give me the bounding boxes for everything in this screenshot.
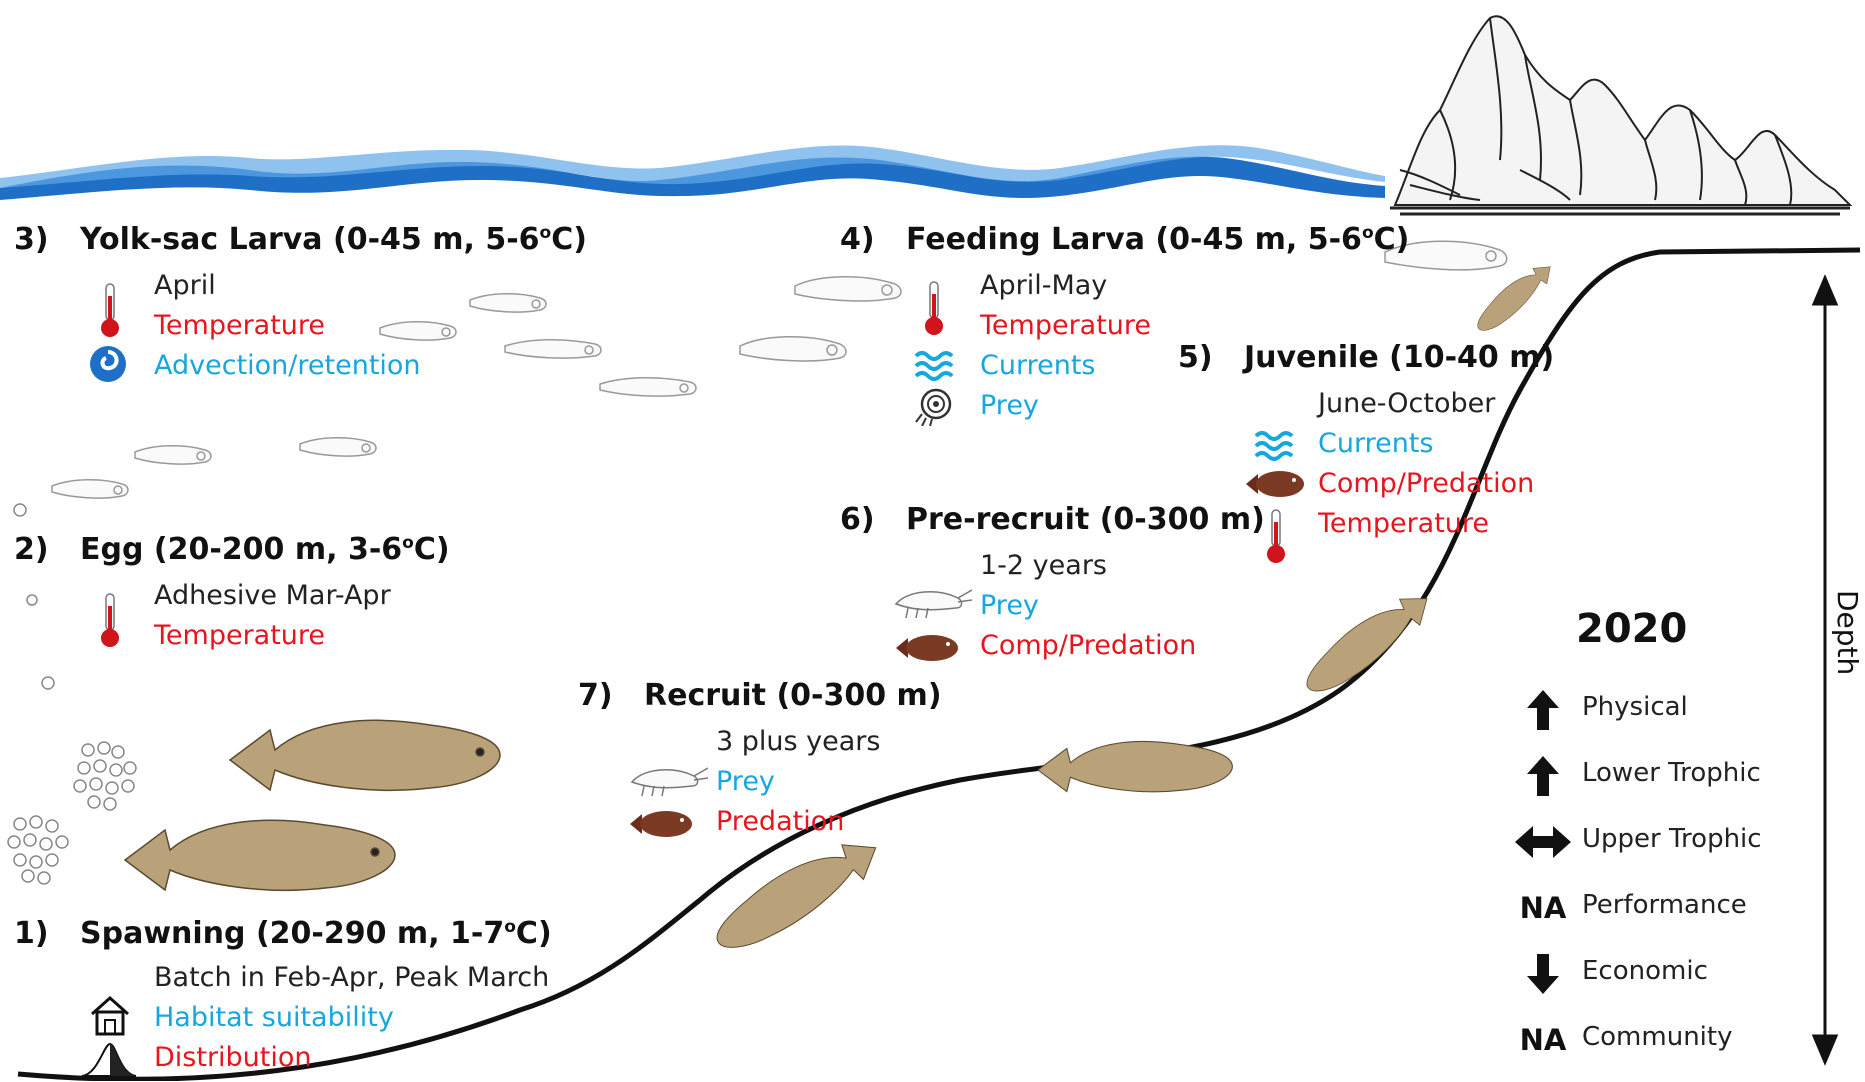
depth-axis-label: Depth (1831, 590, 1864, 675)
stage-spawning-title: 1)Spawning (20-290 m, 1-7oC) (14, 916, 552, 951)
up-arrow-icon (1512, 682, 1574, 738)
yolk-sac-period: April (154, 266, 216, 306)
egg-period: Adhesive Mar-Apr (154, 576, 391, 616)
stage-pre-recruit-title: 6)Pre-recruit (0-300 m) (840, 502, 1265, 537)
currents-wave-icon (912, 348, 956, 388)
pre-recruit-period: 1-2 years (980, 546, 1107, 586)
stage-egg-title: 2)Egg (20-200 m, 3-6oC) (14, 532, 450, 567)
shrimp-prey-icon (624, 762, 708, 802)
legend-year: 2020 (1576, 606, 1687, 652)
na-symbol: NA (1512, 880, 1574, 936)
recruit-period: 3 plus years (716, 722, 880, 762)
distribution-curve-icon (80, 1040, 138, 1080)
juvenile-period: June-October (1318, 384, 1495, 424)
pre-recruit-prey: Prey (980, 586, 1039, 626)
stage-juvenile-title: 5)Juvenile (10-40 m) (1178, 340, 1554, 375)
thermometer-icon (88, 592, 132, 632)
recruit-prey: Prey (716, 762, 775, 802)
stage-yolk-sac-larva-title: 3)Yolk-sac Larva (0-45 m, 5-6oC) (14, 222, 587, 257)
juvenile-currents: Currents (1318, 424, 1433, 464)
flatfish-predator-icon (1242, 466, 1308, 506)
flatfish-predator-icon (892, 630, 964, 670)
down-arrow-icon (1512, 946, 1574, 1002)
double-arrow-icon (1512, 814, 1574, 870)
spawning-habitat-suitability: Habitat suitability (154, 998, 394, 1038)
na-symbol: NA (1512, 1012, 1574, 1068)
spawning-distribution: Distribution (154, 1038, 312, 1078)
advection-swirl-icon (86, 344, 130, 384)
juvenile-comp-predation: Comp/Predation (1318, 464, 1534, 504)
spawning-period: Batch in Feb-Apr, Peak March (154, 958, 549, 998)
egg-temperature: Temperature (154, 616, 325, 656)
thermometer-icon (88, 282, 132, 322)
prey-plankton-icon (912, 386, 956, 426)
thermometer-icon (912, 280, 956, 320)
flatfish-predator-icon (626, 806, 698, 846)
sea-surface-waves (0, 145, 1385, 200)
feeding-larva-period: April-May (980, 266, 1107, 306)
yolk-sac-advection: Advection/retention (154, 346, 421, 386)
stage-recruit-title: 7)Recruit (0-300 m) (578, 678, 942, 713)
currents-wave-icon (1252, 428, 1296, 468)
feeding-larva-prey: Prey (980, 386, 1039, 426)
house-habitat-icon (88, 994, 132, 1034)
recruit-predation: Predation (716, 802, 844, 842)
shrimp-prey-icon (888, 584, 972, 624)
coastal-mountains (1390, 16, 1850, 214)
yolk-sac-temperature: Temperature (154, 306, 325, 346)
feeding-larva-temperature: Temperature (980, 306, 1151, 346)
feeding-larva-currents: Currents (980, 346, 1095, 386)
up-arrow-icon (1512, 748, 1574, 804)
pre-recruit-comp-predation: Comp/Predation (980, 626, 1196, 666)
juvenile-temperature: Temperature (1318, 504, 1489, 544)
stage-feeding-larva-title: 4)Feeding Larva (0-45 m, 5-6oC) (840, 222, 1409, 257)
